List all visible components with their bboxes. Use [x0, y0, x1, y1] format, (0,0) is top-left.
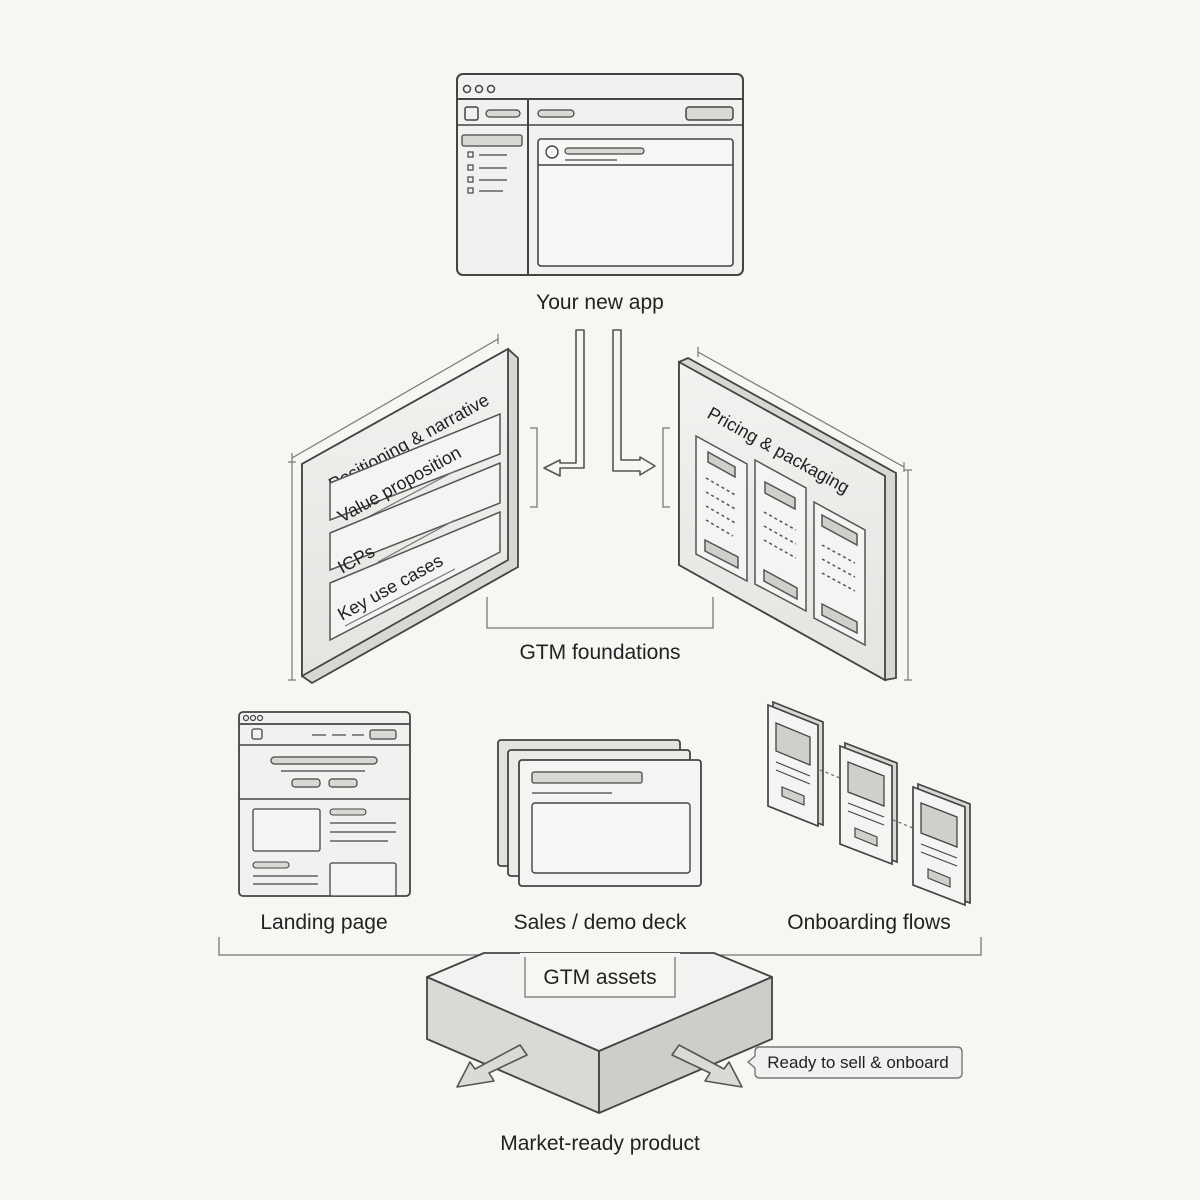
- gtm-assets-tab: [520, 953, 680, 998]
- market-ready-platform: [426, 952, 773, 1114]
- gtm-foundations-label: GTM foundations: [519, 641, 680, 664]
- foundation-side-brackets: [530, 427, 670, 508]
- pricing-tier-3: [813, 500, 866, 647]
- onboarding-screen-3: [912, 782, 971, 907]
- onboarding-screen-1: [767, 700, 824, 828]
- gtm-assets-label: GTM assets: [543, 966, 656, 989]
- landing-page-label: Landing page: [260, 911, 387, 934]
- market-ready-label: Market-ready product: [500, 1132, 700, 1155]
- icps-card: ICPs: [329, 461, 501, 577]
- app-label: Your new app: [536, 291, 664, 314]
- onboarding-flows-label: Onboarding flows: [787, 911, 950, 934]
- pricing-tier-columns: [695, 434, 866, 647]
- pricing-dimension-lines: [697, 347, 912, 681]
- output-arrows: [456, 1044, 743, 1088]
- landing-page-illustration: [238, 711, 411, 897]
- app-window: [456, 73, 744, 276]
- split-arrows: [543, 329, 656, 477]
- foundations-bracket: [486, 597, 714, 629]
- ready-callout: [746, 1046, 963, 1079]
- pricing-tier-2: [754, 458, 807, 613]
- sales-deck-illustration: [497, 739, 702, 887]
- onboarding-screen-2: [839, 741, 898, 866]
- positioning-dimension-lines: [288, 334, 499, 681]
- ready-callout-label: Ready to sell & onboard: [767, 1053, 948, 1072]
- onboarding-flows-illustration: [767, 700, 971, 907]
- pricing-tier-1: [695, 434, 748, 583]
- sales-deck-label: Sales / demo deck: [514, 911, 687, 934]
